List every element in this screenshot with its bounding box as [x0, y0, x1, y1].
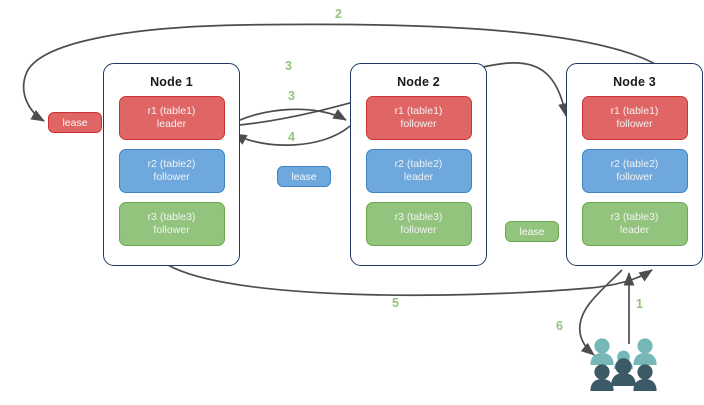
node-title: Node 1: [150, 75, 193, 89]
replica-n3-r2: r2 (table2) follower: [581, 149, 688, 193]
replica-name: r1 (table1): [610, 105, 659, 117]
lease-chip-r2: lease: [277, 166, 331, 187]
replica-name: r2 (table2): [610, 158, 659, 170]
replica-role: leader: [403, 171, 434, 183]
replica-role: leader: [619, 224, 650, 236]
replica-n3-r3: r3 (table3) leader: [581, 202, 688, 246]
replica-role: follower: [616, 118, 653, 130]
node-box-2: Node 2 r1 (table1) follower r2 (table2) …: [350, 63, 487, 266]
node-box-1: Node 1 r1 (table1) leader r2 (table2) fo…: [103, 63, 240, 266]
replica-role: follower: [153, 171, 190, 183]
replica-name: r3 (table3): [147, 211, 196, 223]
step-number-5: 5: [392, 296, 399, 310]
lease-label: lease: [519, 225, 545, 238]
replica-n1-r2: r2 (table2) follower: [118, 149, 225, 193]
replica-n1-r1: r1 (table1) leader: [118, 96, 225, 140]
node-title: Node 3: [613, 75, 656, 89]
edge-5-node1-to-node3: [167, 264, 653, 297]
replica-role: leader: [156, 118, 187, 130]
step-number-1: 1: [636, 297, 643, 311]
replica-n1-r3: r3 (table3) follower: [118, 202, 225, 246]
lease-label: lease: [62, 116, 88, 129]
replica-n2-r3: r3 (table3) follower: [365, 202, 472, 246]
replica-name: r2 (table2): [394, 158, 443, 170]
replica-role: follower: [400, 224, 437, 236]
replica-n2-r2: r2 (table2) leader: [365, 149, 472, 193]
replica-name: r1 (table1): [394, 105, 443, 117]
replica-name: r1 (table1): [147, 105, 196, 117]
replica-name: r2 (table2): [147, 158, 196, 170]
replica-n3-r1: r1 (table1) follower: [581, 96, 688, 140]
lease-chip-r1: lease: [48, 112, 102, 133]
replica-role: follower: [616, 171, 653, 183]
people-group-icon: [590, 338, 657, 391]
replica-name: r3 (table3): [610, 211, 659, 223]
lease-chip-r3: lease: [505, 221, 559, 242]
step-number-3b: 3: [288, 89, 295, 103]
node-title: Node 2: [397, 75, 440, 89]
step-number-2: 2: [335, 7, 342, 21]
step-number-6: 6: [556, 319, 563, 333]
node-box-3: Node 3 r1 (table1) follower r2 (table2) …: [566, 63, 703, 266]
step-number-4: 4: [288, 130, 295, 144]
replica-name: r3 (table3): [394, 211, 443, 223]
lease-label: lease: [291, 170, 317, 183]
replica-n2-r1: r1 (table1) follower: [365, 96, 472, 140]
edge-3-node1-to-node2: [227, 108, 347, 127]
replica-role: follower: [153, 224, 190, 236]
replica-role: follower: [400, 118, 437, 130]
step-number-3a: 3: [285, 59, 292, 73]
